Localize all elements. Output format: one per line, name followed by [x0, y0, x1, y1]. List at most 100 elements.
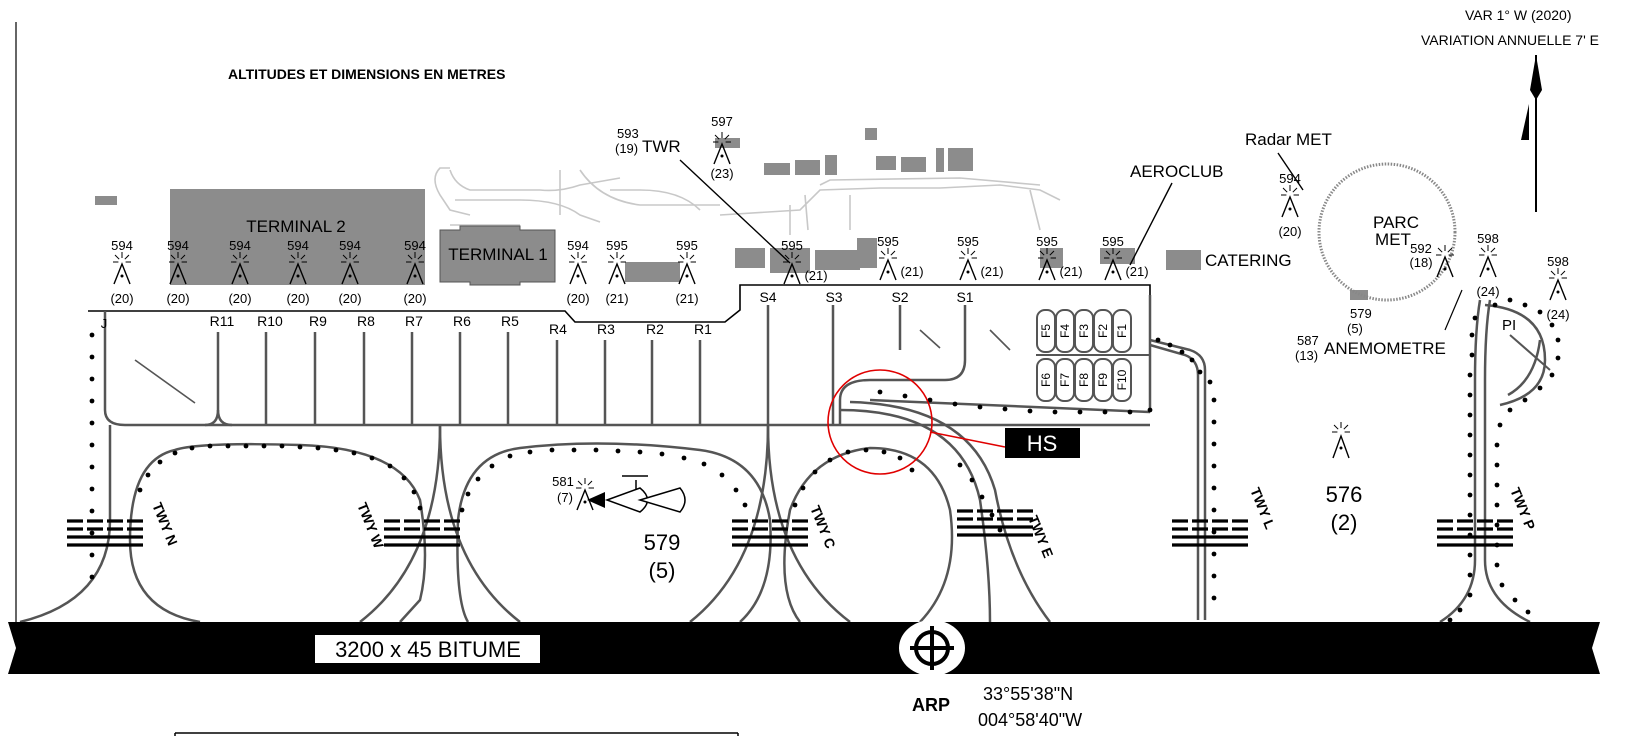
obstacle-elevation: 595: [957, 234, 979, 249]
edge-light: [1499, 582, 1505, 588]
edge-light: [1507, 297, 1513, 303]
edge-light: [465, 491, 471, 497]
stand-label: R7: [405, 313, 423, 329]
obstacle-elevation: 595: [1102, 234, 1124, 249]
edge-light: [1522, 302, 1528, 308]
airside-boundary: [88, 284, 1151, 323]
aeroclub-leader: [1129, 182, 1173, 266]
stand-label: R4: [549, 321, 567, 337]
parking-stand-label: F9: [1096, 373, 1110, 387]
edge-light: [659, 451, 665, 457]
small-buildings: [95, 128, 1368, 300]
obstacle-height: (21): [605, 291, 628, 306]
obstacle-height: (21): [804, 268, 827, 283]
parking-stand-label: F4: [1058, 324, 1072, 338]
apron-taxilanes: [103, 295, 1207, 620]
edge-light: [1555, 355, 1561, 361]
twr-leader: [679, 159, 791, 264]
obstacle-icon: 595(21): [605, 238, 628, 306]
obstacle-elevation: 597: [711, 114, 733, 129]
variation-line-1: VAR 1° W (2020): [1465, 7, 1571, 23]
obstacle-icon: 595(21): [675, 238, 698, 306]
parc-met-label-1: PARC: [1373, 213, 1419, 232]
obstacle-elevation: 598: [1547, 254, 1569, 269]
edge-light: [1512, 597, 1518, 603]
obstacle-height: (7): [557, 490, 573, 505]
edge-light: [902, 393, 908, 399]
edge-light: [172, 450, 178, 456]
edge-light: [1447, 617, 1453, 623]
obstacle-elevation: 594: [287, 238, 309, 253]
edge-light: [863, 447, 869, 453]
edge-light: [1167, 342, 1173, 348]
anemo-height: (13): [1295, 348, 1318, 363]
obstacle-elevation: 594: [111, 238, 133, 253]
edge-light: [315, 445, 321, 451]
taxiway-loops: [19, 299, 1551, 624]
obstacle-icon: 598(24): [1476, 231, 1499, 299]
obstacle-elevation: 595: [1036, 234, 1058, 249]
edge-light: [881, 449, 887, 455]
edge-light: [997, 527, 1003, 533]
stand-label: R11: [210, 313, 235, 329]
edge-light: [89, 508, 95, 514]
edge-light: [812, 469, 818, 475]
edge-light: [593, 447, 599, 453]
stand-label: R3: [597, 321, 615, 337]
edge-light: [969, 477, 975, 483]
edge-light: [89, 420, 95, 426]
edge-light: [792, 502, 798, 508]
edge-light: [1211, 551, 1217, 557]
stand-label: S4: [759, 289, 776, 305]
edge-light: [952, 401, 958, 407]
obstacle-height: (21): [1125, 264, 1148, 279]
edge-light: [845, 449, 851, 455]
obstacle-height: (20): [286, 291, 309, 306]
obstacle-icon: 597(23): [710, 114, 733, 181]
edge-light: [1492, 302, 1498, 308]
edge-light: [1467, 492, 1473, 498]
field-elev-2: 576: [1326, 482, 1363, 507]
edge-light: [615, 448, 621, 454]
parking-stand-label: F2: [1096, 324, 1110, 338]
edge-lights: [89, 297, 1561, 623]
landside-roads: [434, 167, 1061, 235]
holding-position-marking: [1172, 519, 1248, 547]
edge-light: [1467, 512, 1473, 518]
anemo-elev: 587: [1297, 333, 1319, 348]
anemometre-label: ANEMOMETRE: [1324, 339, 1446, 358]
edge-light: [733, 487, 739, 493]
edge-light: [411, 489, 417, 495]
edge-light: [1494, 462, 1500, 468]
obstacle-height: (20): [566, 291, 589, 306]
edge-light: [1207, 379, 1213, 385]
edge-light: [827, 457, 833, 463]
edge-light: [1472, 315, 1478, 321]
edge-light: [1467, 372, 1473, 378]
obstacle-icon: 595(21): [1036, 234, 1083, 281]
obstacle-icon: 594(20): [110, 238, 133, 306]
edge-light: [1189, 357, 1195, 363]
edge-light: [387, 463, 393, 469]
parking-stand-box: [1112, 358, 1132, 402]
obstacle-elevation: 594: [404, 238, 426, 253]
edge-light: [243, 443, 249, 449]
stand-label: R10: [257, 313, 283, 329]
edge-light: [1555, 337, 1561, 343]
twr-label: TWR: [642, 137, 681, 156]
twy-c-label: TWY C: [807, 503, 839, 551]
holding-position-marking: [384, 519, 460, 547]
approach-light-icon: [587, 475, 686, 513]
edge-light: [719, 472, 725, 478]
obstacle-icon: 594(20): [166, 238, 189, 306]
edge-light: [1077, 409, 1083, 415]
aeroclub-label: AEROCLUB: [1130, 162, 1224, 181]
obstacle-height: (24): [1546, 307, 1569, 322]
runway: 3200 x 45 BITUME: [8, 622, 1600, 674]
holding-points: [67, 509, 1513, 547]
hot-spot: HS: [827, 369, 1080, 475]
catering-label: CATERING: [1205, 251, 1292, 270]
radar-met-label: Radar MET: [1245, 130, 1332, 149]
edge-light: [1211, 529, 1217, 535]
units-note: ALTITUDES ET DIMENSIONS EN METRES: [228, 66, 505, 82]
